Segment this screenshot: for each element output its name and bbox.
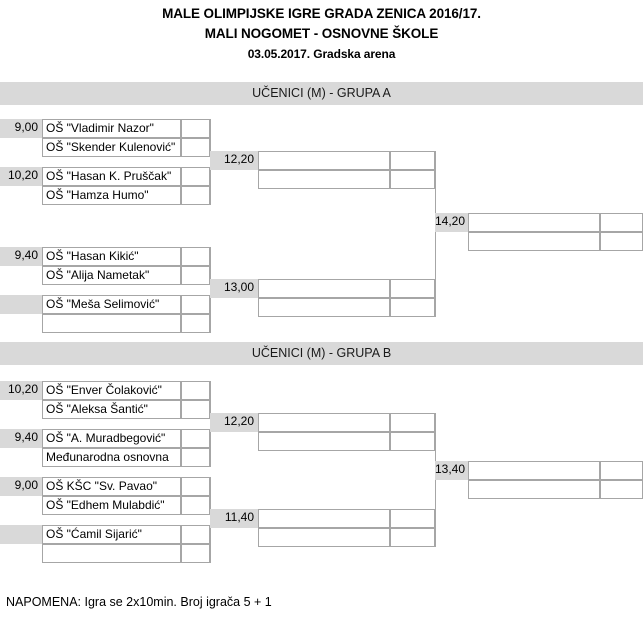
semifinal-team-a2-top[interactable] [258,279,390,298]
bracket-connector-b-final [435,451,436,509]
team-slot-b2-bottom[interactable]: Međunarodna osnovna [42,448,181,467]
bracket-connector-a1 [210,119,211,157]
page-title-line-2: MALI NOGOMET - OSNOVNE ŠKOLE [204,26,439,41]
final-team-a-top[interactable] [468,213,600,232]
team-slot-b1-top[interactable]: OŠ "Enver Čolaković" [42,381,181,400]
semifinal-score-a2-top[interactable] [390,279,435,298]
score-slot-b3-bottom[interactable] [181,496,210,515]
team-slot-a1-bottom[interactable]: OŠ "Skender Kulenović" [42,138,181,157]
semifinal-score-a1-bottom[interactable] [390,170,435,189]
team-slot-b3-bottom[interactable]: OŠ "Edhem Mulabdić" [42,496,181,515]
bracket-connector-a-sf2 [435,279,436,317]
team-slot-a3-top[interactable]: OŠ "Hasan Kikić" [42,247,181,266]
bracket-connector-b-sf2 [435,509,436,547]
bracket-connector-a4 [210,295,211,333]
team-slot-a3-bottom[interactable]: OŠ "Alija Nametak" [42,266,181,285]
bracket-connector-b-sf1 [435,413,436,451]
score-slot-a4-bottom[interactable] [181,314,210,333]
semifinal-team-a2-bottom[interactable] [258,298,390,317]
final-score-b-bottom[interactable] [600,480,643,499]
final-score-a-bottom[interactable] [600,232,643,251]
score-slot-b3-top[interactable] [181,477,210,496]
team-slot-b1-bottom[interactable]: OŠ "Aleksa Šantić" [42,400,181,419]
bracket-connector-b3 [210,477,211,515]
score-slot-a1-bottom[interactable] [181,138,210,157]
page-title-line-3: 03.05.2017. Gradska arena [247,47,396,61]
score-slot-a2-top[interactable] [181,167,210,186]
match-time-b3: 9,00 [0,477,42,496]
semifinal-time-a2: 13,00 [210,279,258,298]
bracket-connector-b4 [210,525,211,563]
semifinal-score-b1-top[interactable] [390,413,435,432]
score-slot-b1-top[interactable] [181,381,210,400]
score-slot-a3-top[interactable] [181,247,210,266]
match-time-b4 [0,525,42,544]
team-slot-b4-top[interactable]: OŠ "Ćamil Sijarić" [42,525,181,544]
team-slot-a4-bottom[interactable] [42,314,181,333]
score-slot-b2-bottom[interactable] [181,448,210,467]
final-time-a: 14,20 [435,213,468,232]
bracket-connector-a3 [210,247,211,285]
final-score-b-top[interactable] [600,461,643,480]
semifinal-time-b1: 12,20 [210,413,258,432]
score-slot-a4-top[interactable] [181,295,210,314]
semifinal-time-b2: 11,40 [210,509,258,528]
match-time-a2: 10,20 [0,167,42,186]
semifinal-time-a1: 12,20 [210,151,258,170]
match-time-a1: 9,00 [0,119,42,138]
score-slot-b4-bottom[interactable] [181,544,210,563]
semifinal-team-a1-top[interactable] [258,151,390,170]
semifinal-score-b2-top[interactable] [390,509,435,528]
final-time-b: 13,40 [435,461,468,480]
group-band-a: UČENICI (M) - GRUPA A [0,82,643,105]
semifinal-score-a2-bottom[interactable] [390,298,435,317]
final-team-b-bottom[interactable] [468,480,600,499]
score-slot-a3-bottom[interactable] [181,266,210,285]
bracket-connector-a-final [435,189,436,279]
match-time-a4 [0,295,42,314]
team-slot-b4-bottom[interactable] [42,544,181,563]
group-band-b: UČENICI (M) - GRUPA B [0,342,643,365]
team-slot-b2-top[interactable]: OŠ "A. Muradbegović" [42,429,181,448]
final-team-a-bottom[interactable] [468,232,600,251]
score-slot-b2-top[interactable] [181,429,210,448]
bracket-connector-b2 [210,429,211,467]
bracket-connector-a-sf1 [435,151,436,189]
score-slot-b4-top[interactable] [181,525,210,544]
bracket-connector-b1 [210,381,211,419]
semifinal-team-b2-bottom[interactable] [258,528,390,547]
score-slot-a2-bottom[interactable] [181,186,210,205]
bracket-connector-a2 [210,167,211,205]
semifinal-team-b1-bottom[interactable] [258,432,390,451]
team-slot-a2-bottom[interactable]: OŠ "Hamza Humo" [42,186,181,205]
team-slot-a1-top[interactable]: OŠ "Vladimir Nazor" [42,119,181,138]
semifinal-team-a1-bottom[interactable] [258,170,390,189]
semifinal-score-b2-bottom[interactable] [390,528,435,547]
score-slot-b1-bottom[interactable] [181,400,210,419]
semifinal-score-a1-top[interactable] [390,151,435,170]
footer-note: NAPOMENA: Igra se 2x10min. Broj igrača 5… [6,595,272,609]
match-time-a3: 9,40 [0,247,42,266]
team-slot-a2-top[interactable]: OŠ "Hasan K. Pruščak" [42,167,181,186]
match-time-b2: 9,40 [0,429,42,448]
page-title-line-1: MALE OLIMPIJSKE IGRE GRADA ZENICA 2016/1… [162,6,481,21]
semifinal-score-b1-bottom[interactable] [390,432,435,451]
score-slot-a1-top[interactable] [181,119,210,138]
semifinal-team-b2-top[interactable] [258,509,390,528]
final-team-b-top[interactable] [468,461,600,480]
page-title-block: MALE OLIMPIJSKE IGRE GRADA ZENICA 2016/1… [0,0,643,64]
final-score-a-top[interactable] [600,213,643,232]
semifinal-team-b1-top[interactable] [258,413,390,432]
match-time-b1: 10,20 [0,381,42,400]
team-slot-b3-top[interactable]: OŠ KŠC "Sv. Pavao" [42,477,181,496]
team-slot-a4-top[interactable]: OŠ "Meša Selimović" [42,295,181,314]
